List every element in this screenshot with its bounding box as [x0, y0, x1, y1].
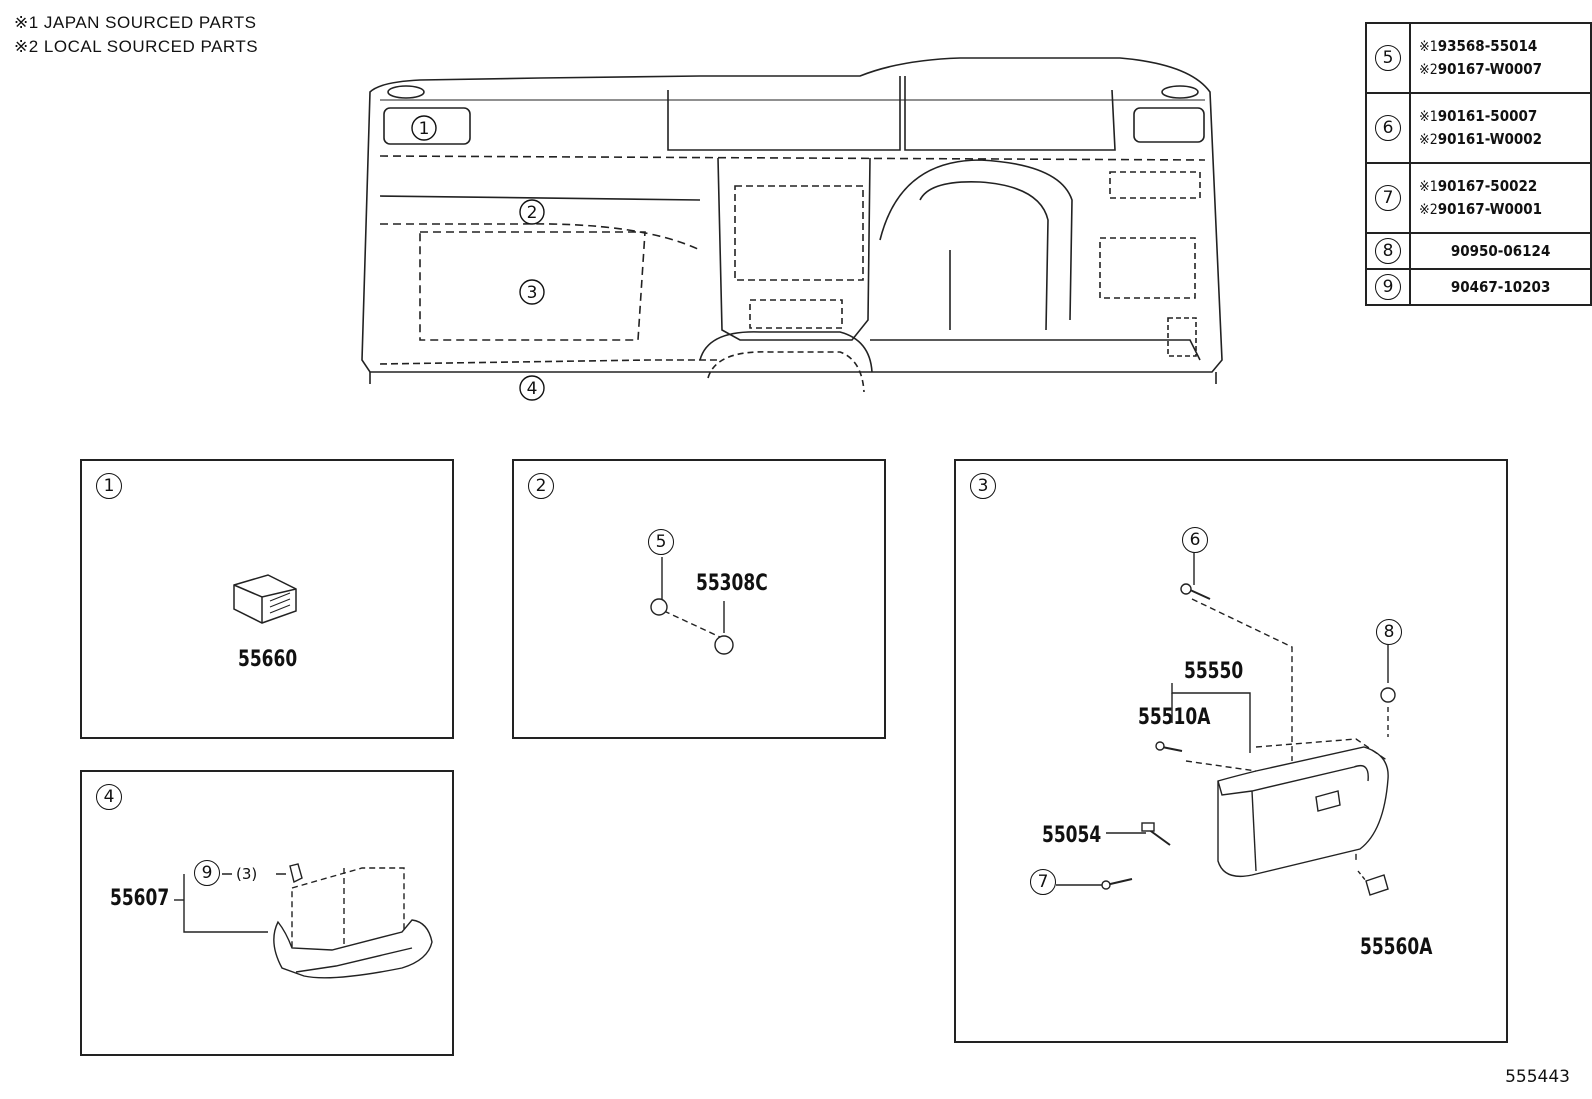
panel-4: 4 9 (3) 55607 [80, 770, 454, 1056]
part-number: 90467-10203 [1409, 268, 1592, 306]
panel-3: 3 6 8 7 55550 55510A 55054 55560A [954, 459, 1508, 1043]
table-row: 8 90950-06124 [1364, 232, 1592, 270]
part-number: 90950-06124 [1409, 232, 1592, 270]
overview-callout-1: 1 [419, 119, 430, 139]
part-number: 90167-50022 [1437, 177, 1538, 195]
glove-box-drawing [1056, 553, 1396, 896]
overview-callout-3: 3 [527, 283, 538, 303]
panel-callout: 3 [970, 473, 996, 499]
panel-1: 1 55660 [80, 459, 454, 739]
part-label-55054: 55054 [1042, 823, 1102, 848]
part-label-55660: 55660 [238, 647, 298, 672]
note-japan-sourced: ※1 JAPAN SOURCED PARTS [14, 13, 257, 32]
callout-6: 6 [1375, 115, 1402, 141]
overview-callout-2: 2 [527, 203, 538, 223]
callout-5: 5 [1375, 45, 1402, 71]
part-label-55607: 55607 [110, 886, 170, 911]
air-vent-drawing [233, 574, 297, 624]
table-row: 9 90467-10203 [1364, 268, 1592, 306]
quantity-label: (3) [236, 865, 258, 883]
part-number: 90167-W0001 [1437, 200, 1543, 218]
callout-9: 9 [194, 860, 220, 886]
part-number: 90161-W0002 [1437, 130, 1543, 148]
part-label-55550: 55550 [1184, 659, 1244, 684]
callout-8: 8 [1375, 238, 1402, 264]
part-number: 90161-50007 [1437, 107, 1538, 125]
note-local-sourced: ※2 LOCAL SOURCED PARTS [14, 37, 259, 56]
clip-drawing [650, 557, 734, 655]
panel-callout: 4 [96, 784, 122, 810]
callout-8: 8 [1376, 619, 1402, 645]
part-number: 90167-W0007 [1437, 60, 1543, 78]
table-row: 6 ※190161-50007 ※290161-W0002 [1364, 92, 1592, 164]
panel-callout: 1 [96, 473, 122, 499]
panel-2: 2 5 55308C [512, 459, 886, 739]
table-row: 5 ※193568-55014 ※290167-W0007 [1364, 22, 1592, 94]
parts-table: 5 ※193568-55014 ※290167-W0007 6 ※190161-… [1364, 22, 1592, 306]
callout-7: 7 [1375, 185, 1402, 211]
part-number: 93568-55014 [1437, 37, 1538, 55]
panel-callout: 2 [528, 473, 554, 499]
overview-callout-4: 4 [527, 379, 538, 399]
part-label-55308C: 55308C [696, 571, 768, 596]
under-cover-drawing [174, 863, 433, 979]
diagram-reference-code: 555443 [1505, 1067, 1570, 1087]
part-label-55510A: 55510A [1138, 705, 1211, 730]
table-row: 7 ※190167-50022 ※290167-W0001 [1364, 162, 1592, 234]
callout-6: 6 [1182, 527, 1208, 553]
part-label-55560A: 55560A [1360, 935, 1433, 960]
callout-7: 7 [1030, 869, 1056, 895]
callout-5: 5 [648, 529, 674, 555]
callout-9: 9 [1375, 274, 1402, 300]
